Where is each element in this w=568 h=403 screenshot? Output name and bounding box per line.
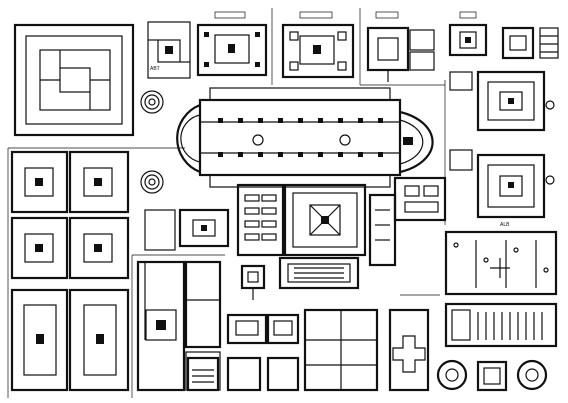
central-cloister (283, 183, 367, 257)
infirmary-block (368, 176, 447, 267)
left-house-grid (10, 150, 130, 392)
house-top-2 (281, 11, 355, 79)
guest-house (144, 208, 230, 251)
church (176, 87, 434, 188)
house-top-5 (501, 26, 559, 60)
tower-south (140, 170, 164, 194)
mills-circles (436, 359, 548, 392)
garden-plots (444, 230, 558, 296)
kitchen-block (240, 264, 266, 300)
alb-label: ALB (500, 222, 510, 228)
bottom-buildings (186, 308, 430, 392)
plan-frame-lines (7, 8, 361, 398)
right-courtyard: ALB (449, 70, 555, 228)
small-house-abt: ABT (147, 21, 191, 79)
tower-north (140, 90, 164, 114)
house-top-3 (366, 11, 435, 82)
house-top-1 (196, 11, 268, 77)
long-stable (136, 260, 222, 392)
house-top-4 (448, 11, 488, 57)
refectory (278, 256, 360, 290)
workshop-row (444, 302, 558, 348)
top-left-cloister (13, 23, 135, 137)
east-lanes (360, 80, 446, 296)
abt-label: ABT (150, 66, 160, 72)
dormitory-columns (236, 183, 285, 257)
